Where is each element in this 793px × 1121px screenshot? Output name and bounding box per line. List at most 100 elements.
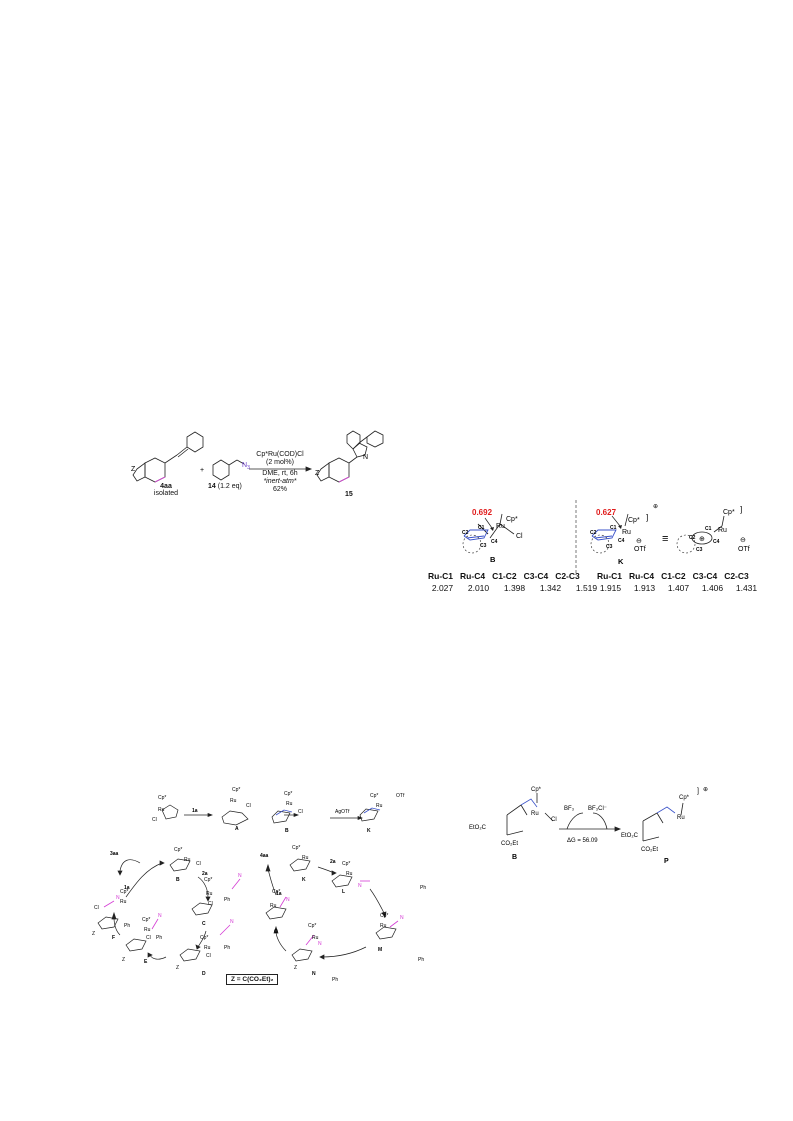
- cycle-e-ru: Ru: [144, 927, 151, 933]
- k-c3-label: C3: [606, 544, 613, 550]
- cycle-m-ph: Ph: [418, 957, 424, 963]
- cycle-m-label: M: [378, 947, 382, 953]
- cycle-n-cp: Cp*: [308, 923, 316, 929]
- cycle-l-label: L: [342, 889, 345, 895]
- cycle-b-ru: Ru: [184, 857, 191, 863]
- cycle-c-n: N: [238, 873, 242, 879]
- k-c1-label: C1: [610, 525, 617, 531]
- b-ru-label: Ru: [496, 523, 505, 530]
- z-label-4aa: Z: [131, 466, 136, 473]
- z-label-15: Z: [315, 470, 320, 477]
- cycle-e-ph: Ph: [156, 935, 162, 941]
- b-cp-label: Cp*: [506, 516, 518, 523]
- cycle-2a-right: 2a: [330, 859, 336, 865]
- top-a-label: A: [235, 826, 239, 832]
- k2-ru-label: Ru: [718, 527, 727, 534]
- bf3-b-cp: Cp*: [531, 787, 542, 793]
- top-1a-label: 1a: [192, 808, 198, 814]
- k-structure-label: K: [618, 557, 624, 566]
- bf3-byproduct: BF₃Cl⁻: [588, 806, 607, 812]
- p-bracket: ]: [697, 788, 699, 795]
- k-deloc-plus-icon: ⊕: [699, 536, 705, 543]
- p-ru: Ru: [677, 815, 685, 821]
- cycle-n-ph: Ph: [332, 977, 338, 983]
- cycle-c-ru: Ru: [206, 891, 213, 897]
- cycle-3aa-label: 3aa: [110, 851, 119, 857]
- cycle-o-ru: Ru: [270, 903, 277, 909]
- bf3-b-label: B: [512, 854, 517, 861]
- cycle-f-label: F: [112, 935, 115, 941]
- cycle-l-cp: Cp*: [342, 861, 350, 867]
- k-overlap-value: 0.627: [596, 508, 617, 517]
- cycle-d-n: N: [230, 919, 234, 925]
- k2-otf-label: OTf: [738, 546, 750, 553]
- plus-sign: +: [200, 467, 204, 474]
- cycle-k-label: K: [302, 877, 306, 883]
- cycle-e-n: N: [158, 913, 162, 919]
- pre-cl: Cl: [152, 817, 157, 823]
- b-co2et-label: CO₂Et: [501, 841, 518, 847]
- cycle-l-ph: Ph: [420, 885, 426, 891]
- cycle-c-ph: Ph: [224, 897, 230, 903]
- k-c2-label: C2: [590, 530, 597, 536]
- cycle-f-z: Z: [92, 931, 95, 937]
- bf3-reagent: BF₃: [564, 806, 575, 812]
- cycle-c-label: C: [202, 921, 206, 927]
- cycle-k-ru: Ru: [302, 855, 309, 861]
- agotf-label: AgOTf: [335, 809, 350, 815]
- bond-table-k-header: Ru-C1 Ru-C4 C1-C2 C3-C4 C2-C3: [597, 571, 749, 581]
- b-top-ru: Ru: [286, 801, 293, 807]
- k-cp-label: Cp*: [628, 517, 640, 524]
- bf3-abstraction-scheme: EtO₂C CO₂Et Cp* Ru Cl BF₃ BF₃Cl⁻ ΔG = 56…: [469, 787, 708, 865]
- top-b-label: B: [285, 828, 289, 834]
- cycle-e-cp: Cp*: [142, 917, 150, 923]
- catalytic-cycle-scheme: Cp* Ru Cl 1a Cp* Ru Cl A Cp* Ru Cl B AgO…: [92, 787, 426, 983]
- cycle-o-cp: Cp*: [272, 889, 280, 895]
- compound-4aa-note: isolated: [153, 490, 179, 497]
- cycle-o-label: O: [274, 929, 278, 935]
- k2-c4-label: C4: [713, 539, 720, 545]
- bf3-dg-label: ΔG = 56.09: [567, 838, 598, 844]
- a-ru: Ru: [230, 798, 237, 804]
- cycle-f-cl: Cl: [94, 905, 99, 911]
- cycle-e-z: Z: [122, 957, 125, 963]
- cycle-n-n: N: [318, 941, 322, 947]
- cycle-m-n: N: [400, 915, 404, 921]
- bond-table-b: Ru-C1 Ru-C4 C1-C2 C3-C4 C2-C3 2.027 2.01…: [428, 571, 601, 593]
- k-top-ru: Ru: [376, 803, 383, 809]
- b-etoc-label: EtO₂C: [469, 825, 487, 831]
- bf3-b-ru: Ru: [531, 811, 539, 817]
- cycle-l-n: N: [358, 883, 362, 889]
- cycle-1a-right: 1a: [276, 891, 282, 897]
- b-c3-label: C3: [480, 543, 487, 549]
- azide-label: N3: [242, 462, 250, 471]
- bond-table-b-values: 2.027 2.010 1.398 1.342 1.519: [431, 583, 598, 593]
- bf3-b-cl: Cl: [551, 817, 557, 823]
- k2-c2-label: C2: [689, 535, 696, 541]
- z-definition-box: Z = C(CO₂Et)₂: [226, 974, 279, 985]
- p-cp: Cp*: [679, 795, 690, 801]
- cycle-m-ru: Ru: [380, 923, 387, 929]
- cycle-1a-left: 1a: [124, 885, 130, 891]
- k2-minus-icon: ⊖: [740, 537, 746, 544]
- k-top-cp: Cp*: [370, 793, 378, 799]
- cycle-e-label: E: [144, 959, 148, 965]
- b-top-cp: Cp*: [284, 791, 292, 797]
- cycle-d-label: D: [202, 971, 206, 977]
- k-bracket: ]: [646, 513, 648, 522]
- k-minus-icon: ⊖: [636, 538, 642, 545]
- bond-length-panel: 0.692 Cp* Ru Cl C1 C2 C3 C4 B 0.627 Cp* …: [462, 500, 750, 573]
- k2-cp-label: Cp*: [723, 509, 735, 516]
- b-cl-label: Cl: [516, 533, 523, 540]
- b-structure-label: B: [490, 555, 496, 564]
- reaction-conditions: Cp*Ru(COD)Cl (2 mol%) DME, rt, 6h *inert…: [256, 451, 304, 493]
- product-15-label: 15: [345, 491, 353, 498]
- bond-table-b-header: Ru-C1 Ru-C4 C1-C2 C3-C4 C2-C3: [428, 571, 580, 581]
- cycle-d-cl: Cl: [206, 953, 211, 959]
- cycle-c-cp: Cp*: [204, 877, 212, 883]
- a-cl: Cl: [246, 803, 251, 809]
- b-c4-label: C4: [491, 539, 498, 545]
- cycle-l-ru: Ru: [346, 871, 353, 877]
- cycle-b-cl: Cl: [196, 861, 201, 867]
- k-charge-plus-icon: ⊕: [653, 504, 658, 510]
